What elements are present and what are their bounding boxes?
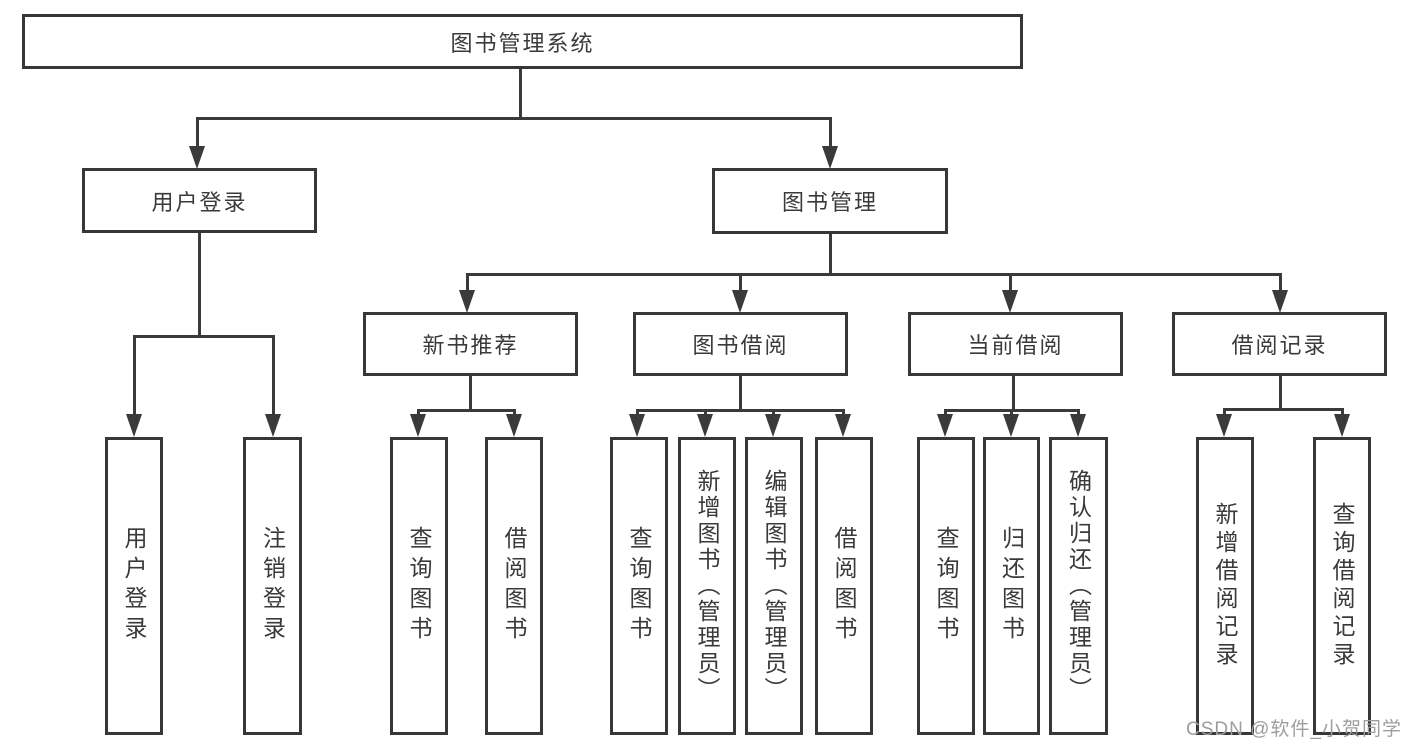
leaf-borrow-borrow: 借阅图书 [815,437,873,735]
node-new-book-label: 新书推荐 [422,333,519,358]
arrow-down-icon [1216,414,1232,437]
node-book-borrow-label: 图书借阅 [692,333,789,358]
connector-bookborrow-rail [636,409,845,412]
leaf-current-return: 归还图书 [983,437,1040,735]
connector-root-drop-right [829,117,832,147]
connector-mgmt-rail [466,273,1282,276]
connector-bookborrow-drop [636,409,639,415]
connector-newbook-rail [417,409,516,412]
arrow-down-icon [765,414,781,437]
arrow-down-icon [835,414,851,437]
watermark-text: CSDN @软件_小贺同学 [1186,719,1402,740]
connector-userlogin-drop [133,335,136,415]
connector-bookborrow-drop [842,409,845,415]
connector-root-stem [519,69,522,117]
node-book-mgmt-label: 图书管理 [781,190,878,215]
connector-root-drop-left [196,117,199,147]
leaf-label: 借阅图书 [831,526,857,646]
connector-root-rail [196,117,832,120]
connector-newbook-drop [417,409,420,415]
leaf-current-query: 查询图书 [917,437,975,735]
leaf-record-add: 新增借阅记录 [1196,437,1254,735]
connector-newbook-drop [513,409,516,415]
arrow-down-icon [126,414,142,437]
connector-userlogin-drop [272,335,275,415]
arrow-down-icon [459,290,475,313]
connector-bookborrow-drop [772,409,775,415]
connector-mgmt-drop [1279,273,1282,291]
leaf-newbook-borrow: 借阅图书 [485,437,543,735]
arrow-down-icon [697,414,713,437]
leaf-newbook-query: 查询图书 [390,437,448,735]
arrow-down-icon [506,414,522,437]
leaf-label: 注销登录 [259,526,286,646]
leaf-logout: 注销登录 [243,437,302,735]
connector-bookborrow-drop [704,409,707,415]
connector-mgmt-drop [1009,273,1012,291]
leaf-label: 新增图书（管理员） [694,469,720,703]
connector-mgmt-drop [466,273,469,291]
arrow-down-icon [410,414,426,437]
arrow-down-icon [1272,290,1288,313]
node-book-mgmt: 图书管理 [712,168,948,234]
connector-userlogin-stem [198,233,201,335]
connector-newbook-stem [469,376,472,409]
connector-currentborrow-drop [1077,409,1080,415]
leaf-borrow-edit: 编辑图书（管理员） [745,437,803,735]
connector-currentborrow-drop [1010,409,1013,415]
connector-mgmt-stem [829,234,832,273]
connector-mgmt-drop [739,273,742,291]
connector-record-stem [1279,376,1282,408]
node-current-borrow-label: 当前借阅 [967,333,1064,358]
leaf-label: 用户登录 [121,526,147,646]
arrow-down-icon [629,414,645,437]
leaf-label: 查询图书 [933,526,959,646]
connector-currentborrow-drop [944,409,947,415]
leaf-label: 查询图书 [626,526,652,646]
leaf-user-login: 用户登录 [105,437,163,735]
leaf-borrow-add: 新增图书（管理员） [678,437,736,735]
leaf-label: 归还图书 [998,526,1025,646]
arrow-down-icon [189,146,205,169]
arrow-down-icon [1002,290,1018,313]
leaf-label: 新增借阅记录 [1212,502,1238,670]
arrow-down-icon [265,414,281,437]
leaf-current-confirm: 确认归还（管理员） [1049,437,1108,735]
connector-currentborrow-stem [1012,376,1015,409]
leaf-borrow-query: 查询图书 [610,437,668,735]
connector-record-rail [1223,408,1344,411]
arrow-down-icon [1334,414,1350,437]
leaf-label: 借阅图书 [501,526,527,646]
node-user-login: 用户登录 [82,168,317,233]
arrow-down-icon [822,146,838,169]
leaf-label: 查询图书 [406,526,432,646]
node-user-login-label: 用户登录 [151,189,248,215]
leaf-label: 查询借阅记录 [1329,502,1355,670]
connector-bookborrow-stem [739,376,742,409]
node-borrow-record: 借阅记录 [1172,312,1387,376]
node-root: 图书管理系统 [22,14,1023,69]
leaf-record-query: 查询借阅记录 [1313,437,1371,735]
leaf-label: 确认归还（管理员） [1065,469,1092,703]
connector-record-drop [1341,408,1344,415]
node-current-borrow: 当前借阅 [908,312,1123,376]
node-root-label: 图书管理系统 [450,30,595,56]
leaf-label: 编辑图书（管理员） [761,469,787,703]
node-book-borrow: 图书借阅 [633,312,848,376]
node-new-book: 新书推荐 [363,312,578,376]
arrow-down-icon [937,414,953,437]
connector-record-drop [1223,408,1226,415]
arrow-down-icon [1070,414,1086,437]
node-borrow-record-label: 借阅记录 [1231,333,1328,358]
arrow-down-icon [732,290,748,313]
connector-userlogin-rail [133,335,274,338]
arrow-down-icon [1003,414,1019,437]
